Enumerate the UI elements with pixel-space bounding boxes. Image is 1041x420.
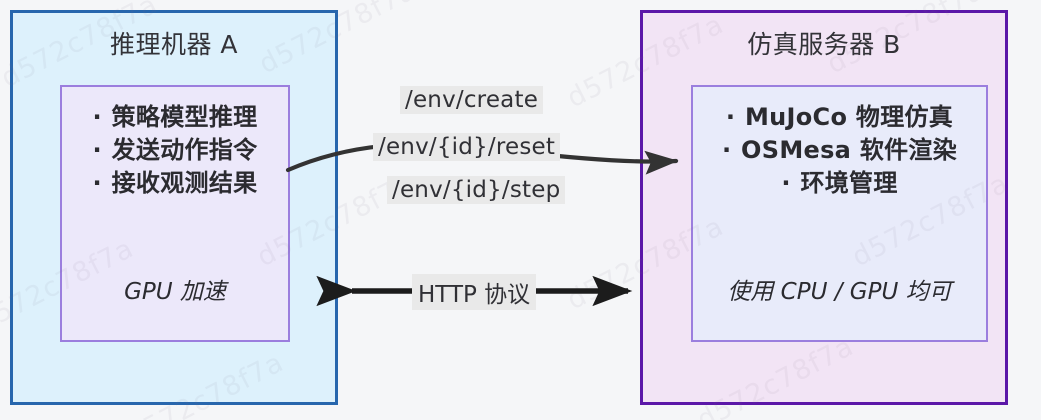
simulation-feature-list: · MuJoCo 物理仿真 · OSMesa 软件渲染 · 环境管理 — [693, 87, 986, 200]
inference-machine-title: 推理机器 A — [109, 30, 239, 59]
bullet-dot-icon: · — [92, 136, 102, 165]
bullet-dot-icon: · — [781, 169, 791, 198]
endpoint-label-reset: /env/{id}/reset — [373, 133, 561, 161]
simulation-server-box: 仿真服务器 B · MuJoCo 物理仿真 · OSMesa 软件渲染 · 环境… — [640, 10, 1008, 405]
endpoint-label-step: /env/{id}/step — [387, 176, 566, 204]
list-item-label: 策略模型推理 — [111, 103, 258, 131]
list-item-label: 环境管理 — [800, 169, 898, 198]
simulation-server-note: 使用 CPU / GPU 均可 — [727, 279, 952, 305]
http-protocol-label: HTTP 协议 — [412, 274, 537, 310]
list-item: · 接收观测结果 — [62, 167, 288, 200]
inference-machine-note: GPU 加速 — [124, 279, 226, 305]
simulation-server-title: 仿真服务器 B — [747, 30, 901, 59]
list-item-label: 发送动作指令 — [111, 136, 258, 165]
list-item: · 环境管理 — [693, 167, 986, 200]
bullet-dot-icon: · — [721, 136, 732, 165]
simulation-server-detail-panel: · MuJoCo 物理仿真 · OSMesa 软件渲染 · 环境管理 使用 CP… — [691, 85, 988, 342]
endpoint-label-create: /env/create — [400, 86, 544, 114]
inference-machine-detail-panel: · 策略模型推理 · 发送动作指令 · 接收观测结果 GPU 加速 — [60, 85, 290, 342]
list-item: · 策略模型推理 — [62, 101, 288, 134]
inference-feature-list: · 策略模型推理 · 发送动作指令 · 接收观测结果 — [62, 87, 288, 200]
list-item-label: OSMesa 软件渲染 — [741, 136, 958, 165]
list-item-label: MuJoCo 物理仿真 — [744, 103, 954, 131]
inference-machine-box: 推理机器 A · 策略模型推理 · 发送动作指令 · 接收观测结果 GPU 加速 — [10, 10, 338, 405]
list-item-label: 接收观测结果 — [111, 169, 258, 198]
list-item: · OSMesa 软件渲染 — [693, 134, 986, 167]
list-item: · MuJoCo 物理仿真 — [693, 101, 986, 134]
bullet-dot-icon: · — [725, 103, 736, 131]
bullet-dot-icon: · — [92, 103, 102, 131]
bullet-dot-icon: · — [92, 169, 102, 198]
list-item: · 发送动作指令 — [62, 134, 288, 167]
